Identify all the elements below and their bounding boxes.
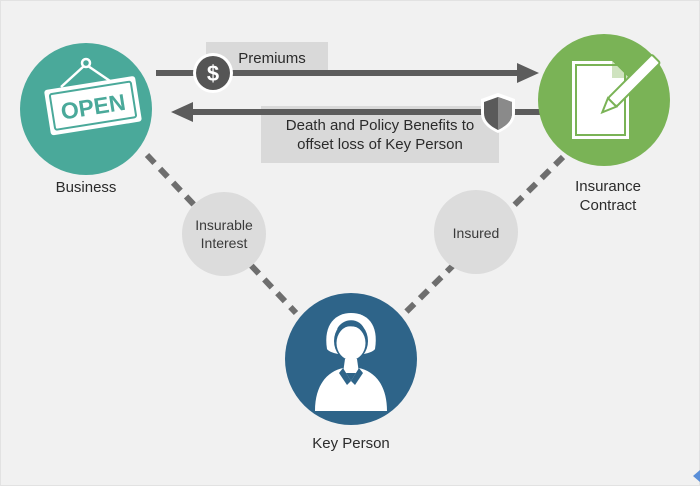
premiums-label: Premiums xyxy=(238,50,306,67)
shield-icon xyxy=(481,93,515,133)
business-label: Business xyxy=(55,179,117,196)
insurable-interest-line2: Interest xyxy=(200,235,248,251)
insured-bubble xyxy=(434,190,518,274)
key-person-node xyxy=(285,293,417,425)
document-pen-icon xyxy=(572,54,661,139)
contract-label-line2: Contract xyxy=(579,197,637,214)
contract-label-line1: Insurance xyxy=(575,178,641,195)
contract-node xyxy=(538,34,670,166)
insured-label: Insured xyxy=(452,225,500,241)
benefits-label: Death and Policy Benefits to offset loss… xyxy=(263,116,497,154)
corner-nav-arrow[interactable] xyxy=(693,470,700,482)
svg-text:$: $ xyxy=(207,61,219,86)
key-person-label: Key Person xyxy=(312,435,390,452)
benefits-label-line1: Death and Policy Benefits to xyxy=(285,117,475,134)
dollar-coin-icon: $ xyxy=(193,53,233,93)
insurable-interest-bubble xyxy=(182,192,266,276)
open-sign-icon: OPEN xyxy=(44,57,142,136)
insurable-interest-label: Insurable Interest xyxy=(182,216,266,252)
benefits-label-box xyxy=(261,106,499,163)
contract-label: Insurance Contract xyxy=(553,177,663,215)
insurable-interest-line1: Insurable xyxy=(195,217,253,233)
business-node: OPEN xyxy=(20,43,152,175)
connector-business-keyperson xyxy=(144,152,299,316)
person-icon xyxy=(315,313,387,411)
benefits-label-line2: offset loss of Key Person xyxy=(297,136,463,153)
